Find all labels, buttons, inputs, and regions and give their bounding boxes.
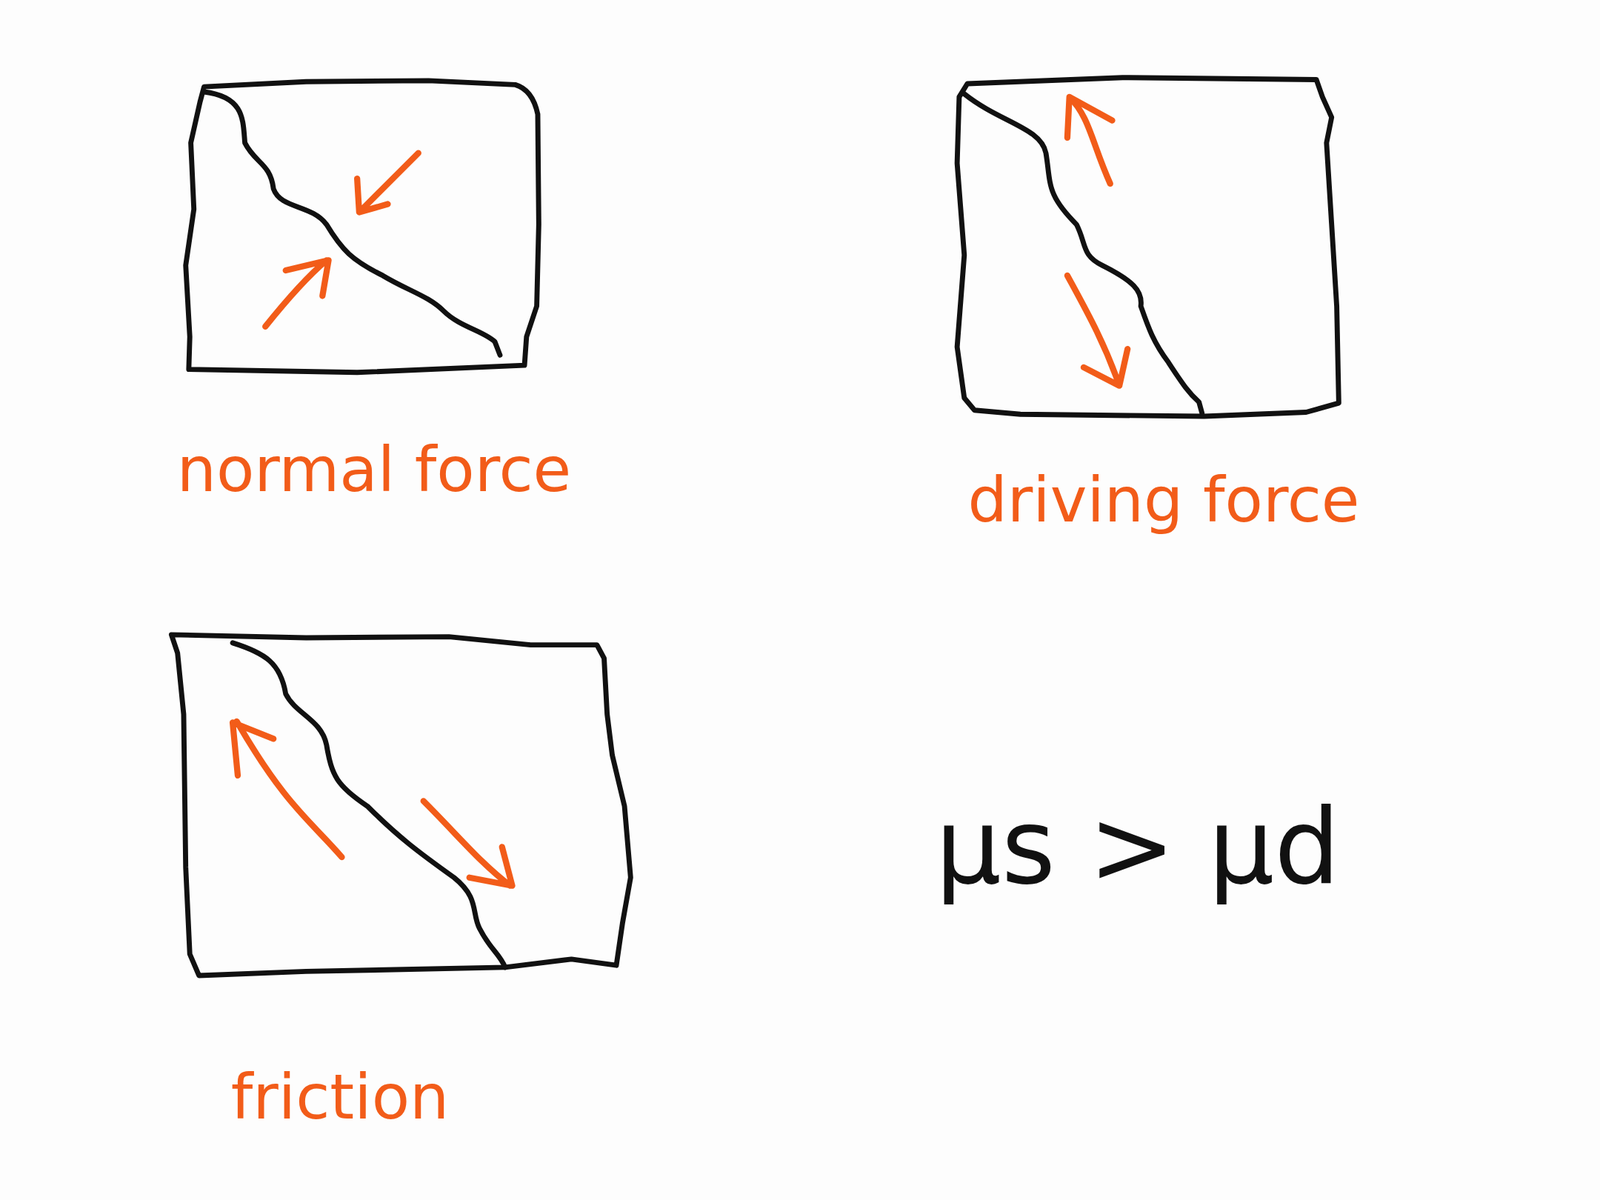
friction-coefficient-inequality: μs > μd <box>935 790 1340 905</box>
force-label: driving force <box>967 465 1360 535</box>
fault-line <box>204 91 500 355</box>
fault-line <box>964 94 1203 414</box>
force-arrow <box>265 260 329 327</box>
rock-block <box>957 77 1339 417</box>
force-arrow <box>1067 97 1113 184</box>
force-label: normal force <box>177 435 572 504</box>
rock-block <box>171 634 631 976</box>
rock-block <box>185 80 540 373</box>
force-arrow <box>423 800 513 886</box>
force-arrow <box>232 721 342 858</box>
force-arrow <box>357 153 419 213</box>
force-arrow <box>1067 275 1128 386</box>
force-label: friction <box>231 1062 450 1132</box>
fault-line <box>232 642 506 968</box>
